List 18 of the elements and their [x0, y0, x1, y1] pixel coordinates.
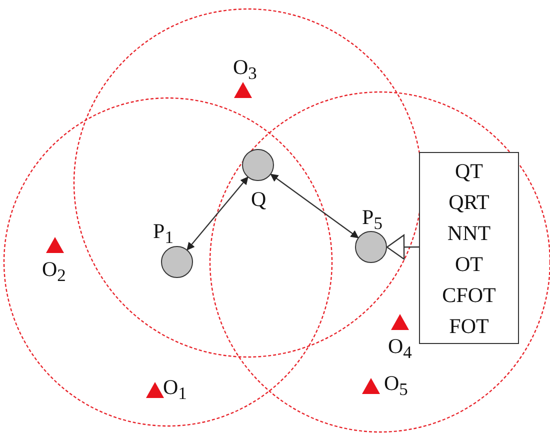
object-label: O$_{2}$ [42, 258, 66, 286]
arrow [270, 174, 359, 238]
callout-arrow [386, 234, 419, 260]
node-label: P$_{1}$ [153, 220, 174, 248]
node-label: P$_{5}$ [362, 206, 382, 234]
list-box [419, 152, 519, 344]
list-item: NNT [447, 220, 491, 244]
list-item: CFOT [442, 282, 496, 306]
arrow [186, 176, 248, 250]
list-item: OT [455, 252, 483, 276]
node-label: Q [251, 188, 266, 210]
object-label: O$_{1}$ [163, 376, 187, 404]
list-item: QRT [448, 190, 490, 214]
object-label: O$_{5}$ [384, 372, 408, 400]
list-item: QT [455, 158, 483, 182]
object-label: O$_{4}$ [388, 335, 412, 364]
list-item: FOT [449, 314, 489, 338]
object-label: O$_{3}$ [233, 56, 257, 84]
